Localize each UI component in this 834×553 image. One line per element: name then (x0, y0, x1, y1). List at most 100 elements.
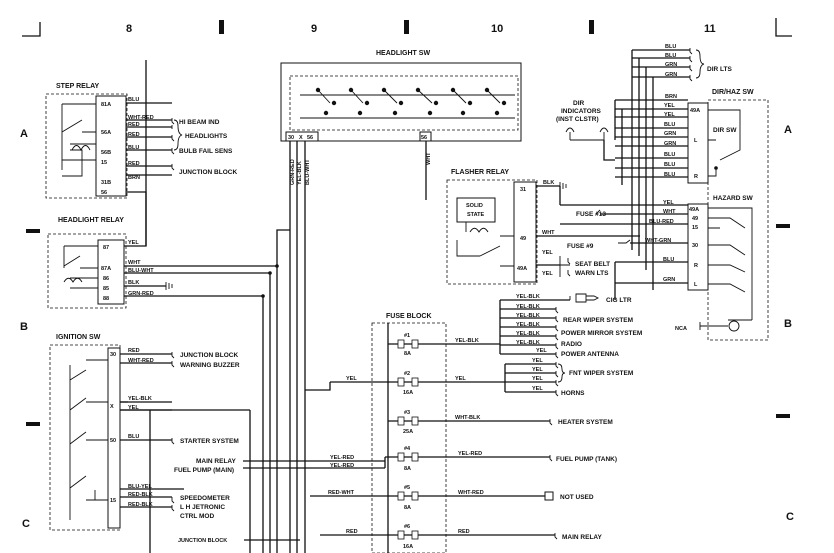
step-relay-title: STEP RELAY (56, 83, 100, 90)
wire-or-pin-label: 30 (288, 135, 294, 141)
wire-or-pin-label: WHT-RED (128, 358, 154, 364)
headlight-switch: HEADLIGHT SW 30 X 56 56 GRN-RED YEL-BLK … (280, 50, 522, 553)
hazard-sw-label: HAZARD SW (713, 195, 754, 202)
wire-or-pin-label: BLU (663, 257, 674, 263)
dir-indicators: DIR INDICATORS (INST CLSTR) (556, 100, 609, 141)
wire-or-pin-label: YEL-BLK (516, 313, 540, 319)
headlight-relay: HEADLIGHT RELAY 87 87A 86 85 88 YEL WHT … (47, 60, 290, 553)
grid-row-a-left: A (20, 128, 28, 140)
wire-or-pin-label: BLU-RED (649, 219, 674, 225)
wire-or-pin-label: GRN (664, 141, 676, 147)
fuse-3: #3 25A (388, 410, 445, 435)
wire-or-pin-label: WHT-RED (458, 490, 484, 496)
step-relay: STEP RELAY 81A 56A 56B 15 31B 56 BLU WHT… (45, 83, 237, 199)
load-hi-beam-ind: HI BEAM IND (179, 119, 220, 126)
load-main-relay-right: MAIN RELAY (562, 534, 603, 541)
grid-row-b-right: B (784, 318, 792, 330)
wire-or-pin-label: BLU (128, 434, 139, 440)
wire-or-pin-label: RED (128, 132, 140, 138)
dir-haz-sw-title: DIR/HAZ SW (712, 89, 754, 96)
fuse9-label: FUSE #9 (567, 243, 594, 250)
wire-or-pin-label: L (694, 138, 698, 144)
fuse-1: #1 8A (388, 333, 445, 357)
grid-markers: 8 9 10 11 A B C A B C (20, 18, 794, 530)
wire-or-pin-label: YEL (532, 367, 543, 373)
wire-or-pin-label: GRN (664, 131, 676, 137)
load-rear-wiper: REAR WIPER SYSTEM (563, 317, 633, 324)
grid-row-b-left: B (20, 321, 28, 333)
wire-or-pin-label: 49 (692, 216, 698, 222)
load-junction-block-ign: JUNCTION BLOCK (180, 352, 238, 359)
load-ctrl-mod: CTRL MOD (180, 513, 214, 520)
wire-or-pin-label: BLU-YEL (128, 484, 152, 490)
wire-or-pin-label: 30 (692, 243, 698, 249)
wire-or-pin-label: BLU-WHT (305, 159, 311, 185)
wire-or-pin-label: 86 (103, 276, 109, 282)
dir-sw-label: DIR SW (713, 127, 737, 134)
load-horns: HORNS (561, 390, 585, 397)
wire-or-pin-label: 31B (101, 180, 111, 186)
wire-or-pin-label: X (110, 404, 114, 410)
fuse-2: #2 16A (330, 371, 445, 396)
load-headlights: HEADLIGHTS (185, 133, 228, 140)
wire-or-pin-label: GRN-RED (128, 291, 154, 297)
wire-or-pin-label: 49A (690, 108, 700, 114)
ignition-switch: IGNITION SW 30 X 50 15 RED WHT-RED YEL-B… (49, 334, 385, 553)
wire-or-pin-label: YEL (664, 103, 675, 109)
wire-or-pin-label: 8A (404, 466, 411, 472)
wire-or-pin-label: RED (346, 529, 358, 535)
wire-or-pin-label: BLU (128, 97, 139, 103)
wire-or-pin-label: 16A (403, 544, 413, 550)
flasher-relay: FLASHER RELAY 31 49 49A SOLID STATE BLK … (446, 169, 640, 285)
wire-or-pin-label: RED-WHT (328, 490, 355, 496)
wire-or-pin-label: 49 (520, 236, 526, 242)
wire-or-pin-label: 56B (101, 150, 111, 156)
wire-or-pin-label: (INST CLSTR) (556, 116, 599, 123)
wire-or-pin-label: 87 (103, 245, 109, 251)
load-starter-system: STARTER SYSTEM (180, 438, 239, 445)
wire-or-pin-label: RED (128, 161, 140, 167)
load-power-antenna: POWER ANTENNA (561, 351, 619, 358)
wire-or-pin-label: GRN (665, 72, 677, 78)
load-warning-buzzer: WARNING BUZZER (180, 362, 240, 369)
load-seat-belt: SEAT BELT (575, 261, 610, 268)
grid-col-9: 9 (311, 23, 317, 35)
load-speedometer: SPEEDOMETER (180, 495, 230, 502)
dir-lts-label: DIR LTS (707, 66, 732, 73)
ignition-sw-title: IGNITION SW (56, 334, 101, 341)
wire-or-pin-label: 88 (103, 296, 109, 302)
wire-or-pin-label: YEL-RED (330, 463, 354, 469)
fuse-4: #4 8A (385, 446, 445, 472)
wire-or-pin-label: INDICATORS (561, 108, 602, 115)
wire-or-pin-label: YEL-BLK (455, 338, 479, 344)
wire-or-pin-label: YEL-BLK (516, 331, 540, 337)
wire-or-pin-label: 56A (101, 130, 111, 136)
wire-or-pin-label: YEL (532, 386, 543, 392)
wire-or-pin-label: #5 (404, 485, 410, 491)
nca-label: NCA (675, 326, 687, 332)
wire-or-pin-label: BLK (543, 180, 554, 186)
wire-or-pin-label: YEL (664, 112, 675, 118)
wire-or-pin-label: YEL (663, 200, 674, 206)
wire-or-pin-label: RED-BLK (128, 502, 153, 508)
wire-or-pin-label: 25A (403, 429, 413, 435)
wire-or-pin-label: BLU (664, 122, 675, 128)
fuse-6: #6 16A (320, 524, 445, 550)
wire-or-pin-label: YEL (542, 250, 553, 256)
wire-or-pin-label: 49A (517, 266, 527, 272)
load-warn-lts: WARN LTS (575, 270, 609, 277)
wire-or-pin-label: #1 (404, 333, 410, 339)
wire-or-pin-label: YEL (346, 376, 357, 382)
load-main-relay-left: MAIN RELAY (196, 458, 237, 465)
load-bulb-fail-sens: BULB FAIL SENS (179, 148, 233, 155)
wire-or-pin-label: SOLID (466, 203, 483, 209)
wire-or-pin-label: BLU (128, 145, 139, 151)
wire-or-pin-label: YEL (542, 271, 553, 277)
wire-or-pin-label: YEL-BLK (516, 304, 540, 310)
wire-or-pin-label: X (299, 135, 303, 141)
fuse13-label: FUSE #13 (576, 211, 606, 218)
wire-or-pin-label: YEL (128, 240, 139, 246)
wire-or-pin-label: YEL (532, 376, 543, 382)
wire-or-pin-label: YEL-RED (458, 451, 482, 457)
